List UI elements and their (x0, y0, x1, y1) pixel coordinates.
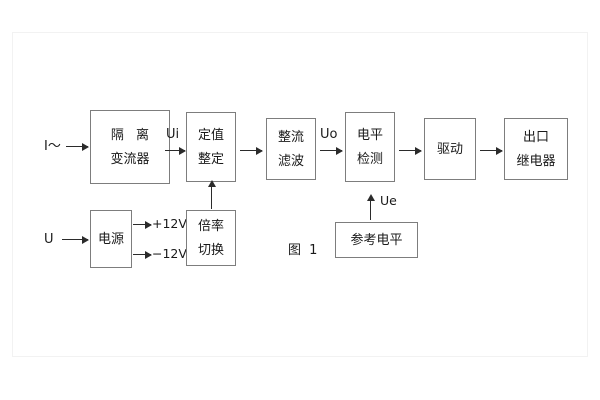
arrow-reference-to-level (367, 194, 375, 220)
arrow-rail-negative (133, 251, 152, 259)
block-rectify-filter-line1: 整流 (277, 129, 304, 145)
arrow-rectify-to-level (320, 147, 343, 155)
block-multiplier-switch-line2: 切换 (197, 242, 224, 258)
figure-caption: 图 1 (288, 243, 320, 258)
block-power-supply-line1: 电源 (97, 231, 124, 247)
input-label-voltage: U (44, 232, 54, 247)
block-isolation-transformer-line1: 隔 离 (110, 127, 154, 143)
block-level-detect: 电平 检测 (345, 112, 395, 182)
input-label-current: I～ (44, 139, 61, 154)
block-level-detect-line1: 电平 (356, 127, 383, 143)
block-multiplier-switch: 倍率 切换 (186, 210, 236, 266)
block-output-relay: 出口 继电器 (504, 118, 568, 180)
block-output-relay-line1: 出口 (522, 129, 549, 145)
block-setting-adjust-line1: 定值 (197, 127, 224, 143)
arrow-voltage-to-power (62, 236, 89, 244)
block-driver-line1: 驱动 (436, 141, 463, 157)
rail-label-positive: +12V (152, 216, 187, 231)
arrow-multiplier-to-setting (208, 180, 216, 209)
block-setting-adjust-line2: 整定 (197, 151, 224, 167)
signal-label-ue: Ue (380, 193, 397, 208)
block-rectify-filter-line2: 滤波 (277, 153, 304, 169)
arrow-level-to-driver (399, 147, 422, 155)
block-output-relay-line2: 继电器 (516, 153, 556, 169)
arrow-setting-to-rectify (240, 147, 263, 155)
arrow-isolation-to-setting (165, 147, 186, 155)
block-driver: 驱动 (424, 118, 476, 180)
block-setting-adjust: 定值 整定 (186, 112, 236, 182)
signal-label-uo: Uo (320, 127, 338, 142)
arrow-rail-positive (133, 221, 152, 229)
diagram-frame (12, 32, 588, 357)
block-rectify-filter: 整流 滤波 (266, 118, 316, 180)
arrow-driver-to-relay (480, 147, 503, 155)
block-reference-level: 参考电平 (335, 222, 418, 258)
block-reference-level-line1: 参考电平 (350, 232, 403, 248)
signal-label-ui: Ui (166, 127, 180, 142)
block-isolation-transformer: 隔 离 变流器 (90, 110, 170, 184)
block-level-detect-line2: 检测 (356, 151, 383, 167)
block-isolation-transformer-line2: 变流器 (110, 151, 150, 167)
arrow-current-to-isolation (66, 143, 89, 151)
block-multiplier-switch-line1: 倍率 (197, 218, 224, 234)
rail-label-negative: −12V (152, 246, 187, 261)
block-power-supply: 电源 (90, 210, 132, 268)
